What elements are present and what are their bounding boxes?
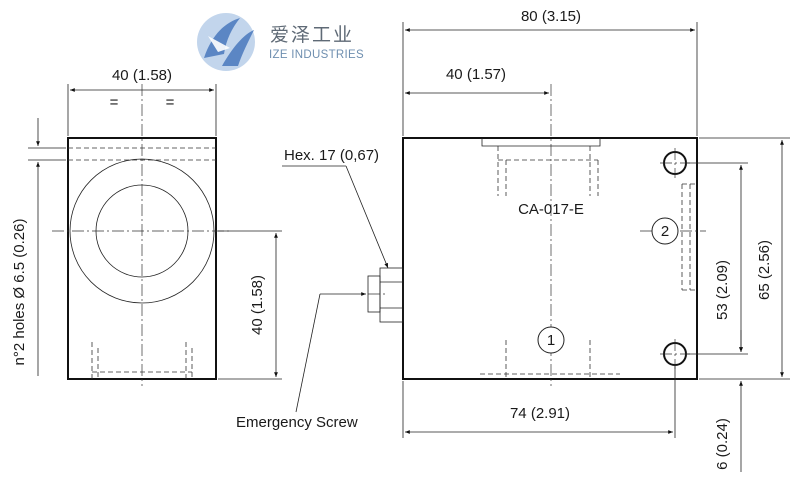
emergency-screw-label: Emergency Screw — [236, 414, 358, 431]
callouts: Hex. 17 (0,67) Emergency Screw — [236, 147, 389, 431]
hex-leader-line — [345, 165, 389, 269]
bottom-offset-dim-label: 6 (0.24) — [714, 418, 731, 470]
hex-callout-label: Hex. 17 (0,67) — [284, 147, 379, 164]
overall-height-dim-label: 65 (2.56) — [756, 240, 773, 300]
hole-spacing-dim-label: 53 (2.09) — [714, 260, 731, 320]
hex-nut — [367, 267, 404, 323]
right-view: CA-017-E 1 2 80 (3.15) 40 (1.57) 74 (2.9… — [367, 8, 790, 472]
brand-logo: 爱泽工业 IZE INDUSTRIES — [197, 13, 364, 71]
emergency-leader-line — [295, 293, 321, 413]
holes-dim-label: n°2 holes Ø 6.5 (0.26) — [11, 219, 28, 366]
bottom-width-dim-label: 74 (2.91) — [510, 405, 570, 422]
logo-english-text: IZE INDUSTRIES — [269, 49, 364, 61]
port-2-marker — [651, 217, 679, 245]
model-label: CA-017-E — [518, 201, 584, 218]
half-width-dim-label: 40 (1.57) — [446, 66, 506, 83]
overall-width-dim-label: 80 (3.15) — [521, 8, 581, 25]
equal-mark-right: = — [166, 94, 175, 111]
logo-chinese-text: 爱泽工业 — [270, 24, 354, 46]
equal-mark-left: = — [110, 94, 119, 111]
port-1-marker — [537, 326, 565, 354]
logo-swoosh-icon — [197, 13, 255, 71]
left-width-dim-label: 40 (1.58) — [112, 67, 172, 84]
port-2-label: 2 — [661, 223, 669, 240]
left-height-dim-label: 40 (1.58) — [249, 275, 266, 335]
left-view: 40 (1.58) = = 40 (1.58) n°2 holes Ø 6.5 … — [11, 67, 282, 386]
port-1-label: 1 — [547, 332, 555, 349]
right-body-outline — [402, 137, 698, 380]
